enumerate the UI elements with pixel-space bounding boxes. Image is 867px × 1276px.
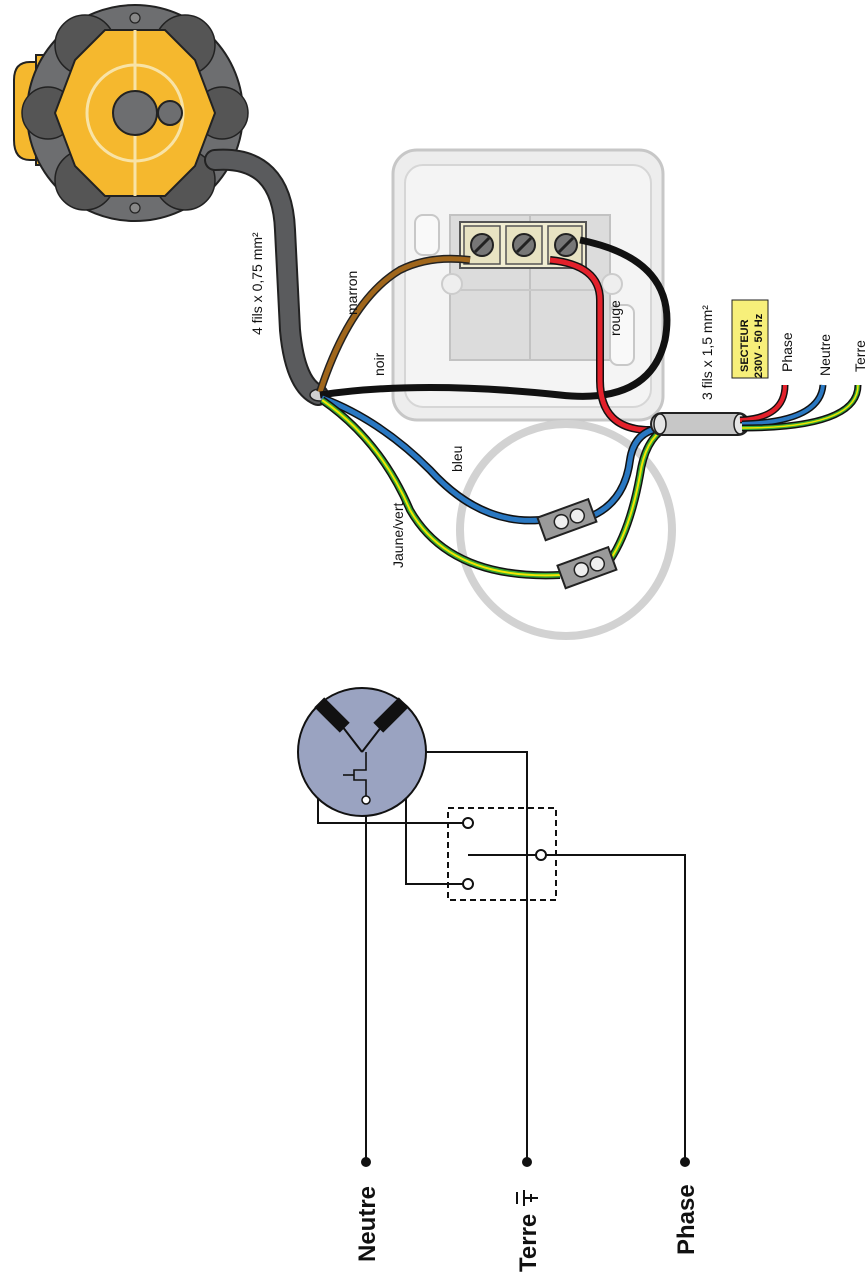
earth-icon — [516, 1190, 538, 1206]
label-wire-noir: noir — [371, 352, 387, 376]
switch-box — [391, 148, 665, 422]
label-cable-mains: 3 fils x 1,5 mm² — [699, 305, 715, 400]
label-mains-neutre: Neutre — [817, 334, 833, 376]
junction-box — [456, 420, 676, 640]
mains-box: SECTEUR 230V - 50 Hz — [731, 299, 769, 379]
label-wire-rouge: rouge — [607, 300, 623, 336]
terminal-neutre — [361, 1157, 371, 1167]
schematic-motor — [297, 687, 427, 817]
schematic-label-neutre: Neutre — [354, 1186, 381, 1262]
connector-blue — [536, 497, 598, 542]
schematic-label-terre: Terre — [515, 1214, 542, 1272]
schematic-label-phase: Phase — [673, 1184, 700, 1255]
label-cable-motor: 4 fils x 0,75 mm² — [249, 232, 265, 335]
label-wire-bleu: bleu — [449, 446, 465, 472]
connector-green-yellow — [556, 545, 618, 590]
label-wire-jaune-vert: Jaune/vert — [390, 503, 406, 568]
mains-cable — [650, 412, 750, 436]
label-mains-phase: Phase — [779, 332, 795, 372]
mains-box-line2: 230V - 50 Hz — [753, 313, 765, 378]
wire-green-yellow — [319, 396, 561, 580]
terminal-terre — [522, 1157, 532, 1167]
terminal-block — [459, 221, 587, 269]
terminal-phase — [680, 1157, 690, 1167]
motor-tube — [13, 4, 249, 222]
label-wire-marron: marron — [344, 271, 360, 315]
mains-box-line1: SECTEUR — [739, 319, 751, 372]
label-mains-terre: Terre — [852, 340, 867, 372]
wire-black — [319, 236, 671, 400]
